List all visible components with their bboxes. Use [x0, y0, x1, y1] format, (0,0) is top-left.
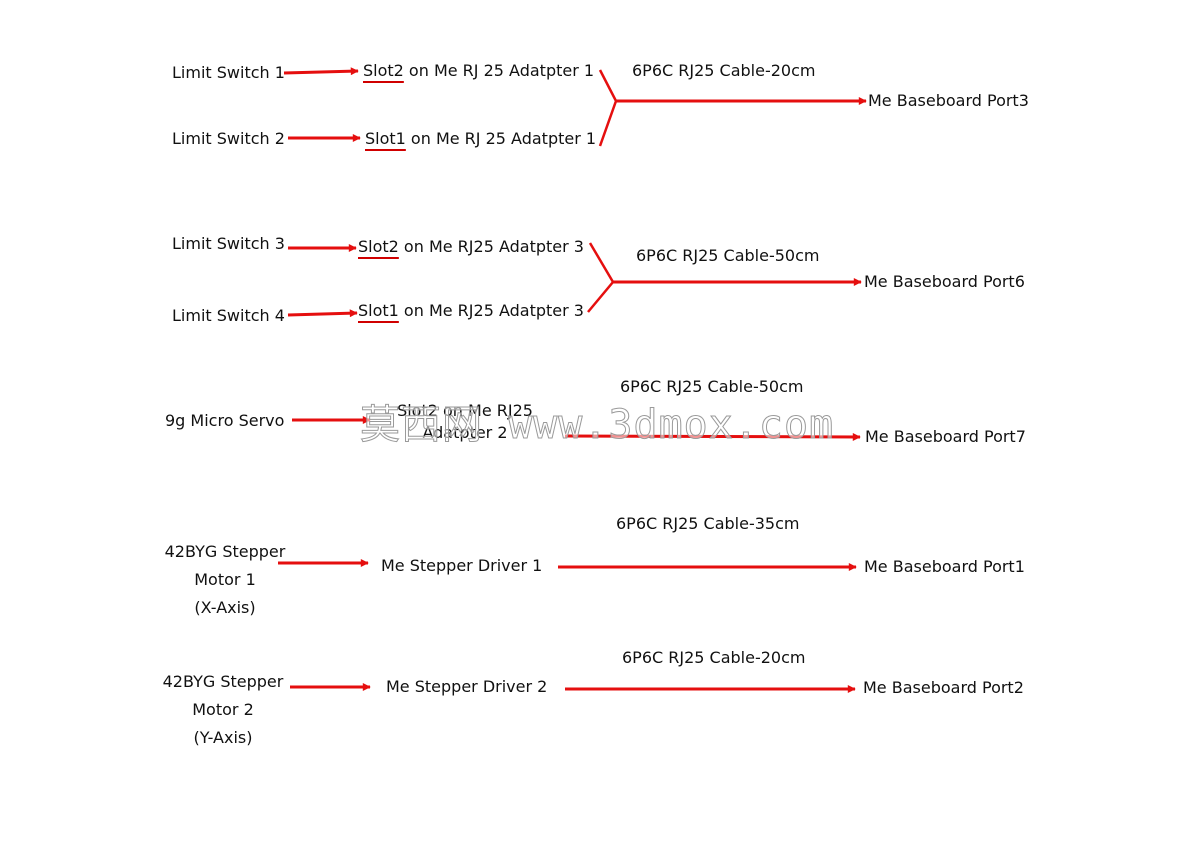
stepper-motor-1-line-1: 42BYG Stepper — [164, 542, 286, 561]
cable-label-5: 6P6C RJ25 Cable-20cm — [622, 648, 806, 667]
slot-description: on Me RJ25 Adatpter 3 — [398, 237, 584, 256]
slot-description: on Me RJ 25 Adatpter 1 — [405, 129, 597, 148]
limit-switch-3-label: Limit Switch 3 — [172, 234, 285, 253]
cable-label-1: 6P6C RJ25 Cable-20cm — [632, 61, 816, 80]
slot-description: on Me RJ25 Adatpter 3 — [398, 301, 584, 320]
limit-switch-4-label: Limit Switch 4 — [172, 306, 285, 325]
stepper-driver-2-label: Me Stepper Driver 2 — [386, 677, 548, 696]
limit-switch-1-label: Limit Switch 1 — [172, 63, 285, 82]
stepper-motor-1-line-3: (X-Axis) — [194, 598, 256, 617]
slot1-adapter3-label: Slot1 on Me RJ25 Adatpter 3 — [358, 300, 584, 322]
watermark: 莫西网 www.3dmox.com — [359, 402, 835, 449]
slot1-adapter1-label: Slot1 on Me RJ 25 Adatpter 1 — [365, 128, 596, 150]
merge-bracket-2 — [587, 242, 615, 313]
slot-number: Slot2 — [363, 61, 404, 80]
stepper-motor-1-label: 42BYG Stepper Motor 1 (X-Axis) — [160, 538, 290, 622]
micro-servo-label: 9g Micro Servo — [165, 411, 285, 430]
cable-label-2: 6P6C RJ25 Cable-50cm — [636, 246, 820, 265]
arrow-limit-switch-4 — [287, 309, 358, 318]
adapter2-label: Slot2 on Me RJ25 Adatpter 2 — [390, 400, 540, 444]
slot-description: on Me RJ 25 Adatpter 1 — [403, 61, 595, 80]
baseboard-port2-label: Me Baseboard Port2 — [863, 678, 1024, 697]
arrow-limit-switch-1 — [283, 67, 359, 76]
slot-number: Slot2 — [358, 237, 399, 256]
baseboard-port7-label: Me Baseboard Port7 — [865, 427, 1026, 446]
slot2-adapter1-label: Slot2 on Me RJ 25 Adatpter 1 — [363, 60, 594, 82]
stepper-motor-2-label: 42BYG Stepper Motor 2 (Y-Axis) — [158, 668, 288, 752]
baseboard-port1-label: Me Baseboard Port1 — [864, 557, 1025, 576]
limit-switch-2-label: Limit Switch 2 — [172, 129, 285, 148]
slot-number: Slot1 — [365, 129, 406, 148]
cable-label-4: 6P6C RJ25 Cable-35cm — [616, 514, 800, 533]
stepper-motor-2-line-1: 42BYG Stepper — [162, 672, 284, 691]
merge-bracket-1 — [598, 69, 618, 147]
slot-number: Slot1 — [358, 301, 399, 320]
stepper-motor-2-line-2: Motor 2 — [192, 700, 254, 719]
baseboard-port3-label: Me Baseboard Port3 — [868, 91, 1029, 110]
stepper-motor-1-line-2: Motor 1 — [194, 570, 256, 589]
slot2-adapter3-label: Slot2 on Me RJ25 Adatpter 3 — [358, 236, 584, 258]
stepper-driver-1-label: Me Stepper Driver 1 — [381, 556, 543, 575]
adapter2-line-1: Slot2 on Me RJ25 — [397, 401, 533, 420]
baseboard-port6-label: Me Baseboard Port6 — [864, 272, 1025, 291]
stepper-motor-2-line-3: (Y-Axis) — [193, 728, 253, 747]
cable-label-3: 6P6C RJ25 Cable-50cm — [620, 377, 804, 396]
arrow-cable-port7 — [564, 432, 861, 441]
adapter2-line-2: Adatpter 2 — [422, 423, 508, 442]
